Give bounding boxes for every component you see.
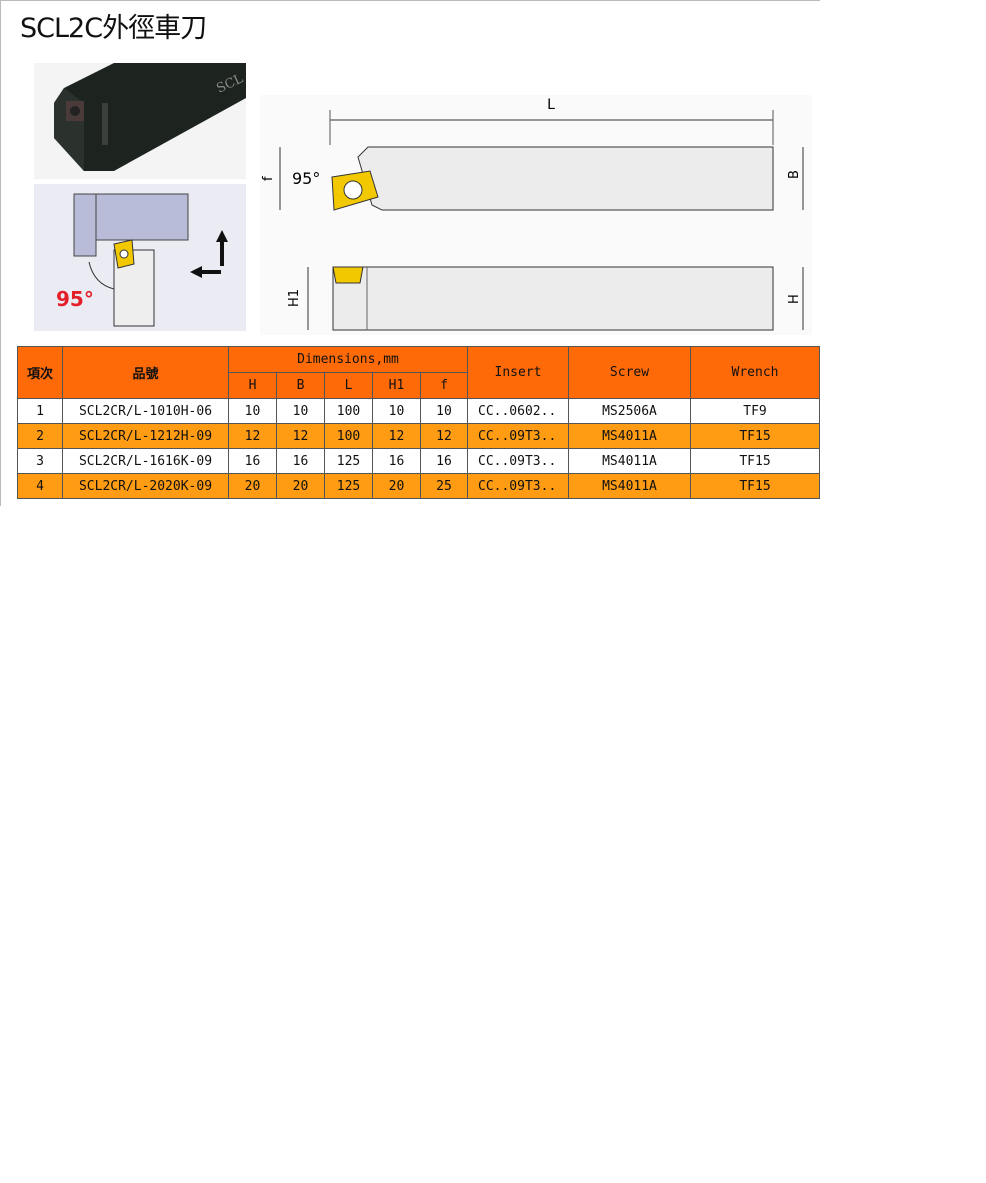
header-f: f [420, 372, 468, 399]
product-photo: SCL [34, 63, 246, 179]
cell-B: 16 [276, 448, 325, 474]
header-H1: H1 [372, 372, 421, 399]
header-dimensions: Dimensions,mm [228, 346, 468, 373]
cell-B: 20 [276, 473, 325, 499]
cell-H1: 12 [372, 423, 421, 449]
cell-item: 4 [17, 473, 63, 499]
header-wrench: Wrench [690, 346, 820, 399]
cell-screw: MS4011A [568, 473, 691, 499]
cell-screw: MS4011A [568, 423, 691, 449]
cell-L: 125 [324, 473, 373, 499]
cell-item: 2 [17, 423, 63, 449]
angle-label: 95° [292, 169, 320, 188]
cell-item: 1 [17, 398, 63, 424]
cell-H: 20 [228, 473, 277, 499]
cutting-diagram: 95° [34, 184, 246, 331]
cell-f: 10 [420, 398, 468, 424]
cell-H: 16 [228, 448, 277, 474]
dim-H1: H1 [287, 289, 302, 307]
cell-H1: 10 [372, 398, 421, 424]
cell-wrench: TF15 [690, 473, 820, 499]
cell-B: 12 [276, 423, 325, 449]
cell-wrench: TF9 [690, 398, 820, 424]
feed-arrows-icon [190, 230, 228, 278]
cell-H1: 16 [372, 448, 421, 474]
cell-item: 3 [17, 448, 63, 474]
header-B: B [276, 372, 325, 399]
cell-part-no: SCL2CR/L-1616K-09 [62, 448, 229, 474]
cell-L: 100 [324, 398, 373, 424]
header-L: L [324, 372, 373, 399]
cell-B: 10 [276, 398, 325, 424]
cell-part-no: SCL2CR/L-2020K-09 [62, 473, 229, 499]
dim-f: f [261, 176, 276, 181]
header-item: 項次 [17, 346, 63, 399]
header-H: H [228, 372, 277, 399]
cell-screw: MS2506A [568, 398, 691, 424]
cell-insert: CC..09T3.. [467, 473, 569, 499]
header-insert: Insert [467, 346, 569, 399]
cell-H: 10 [228, 398, 277, 424]
cell-L: 100 [324, 423, 373, 449]
cell-wrench: TF15 [690, 423, 820, 449]
cell-part-no: SCL2CR/L-1212H-09 [62, 423, 229, 449]
dim-L: L [547, 97, 555, 113]
header-part-no: 品號 [62, 346, 229, 399]
technical-drawing: L f 95° B H1 H [260, 95, 812, 335]
dim-B: B [787, 170, 802, 179]
header-screw: Screw [568, 346, 691, 399]
cell-wrench: TF15 [690, 448, 820, 474]
cell-insert: CC..09T3.. [467, 448, 569, 474]
cell-f: 25 [420, 473, 468, 499]
page-title: SCL2C外徑車刀 [20, 13, 207, 44]
cell-f: 16 [420, 448, 468, 474]
cell-insert: CC..09T3.. [467, 423, 569, 449]
cell-f: 12 [420, 423, 468, 449]
cell-screw: MS4011A [568, 448, 691, 474]
cell-H1: 20 [372, 473, 421, 499]
cell-H: 12 [228, 423, 277, 449]
page-frame [0, 0, 820, 506]
dim-H: H [787, 294, 802, 304]
spec-table: 項次 品號 Dimensions,mm Insert Screw Wrench … [17, 346, 820, 499]
angle-label-red: 95° [56, 287, 94, 311]
cell-L: 125 [324, 448, 373, 474]
cell-insert: CC..0602.. [467, 398, 569, 424]
cell-part-no: SCL2CR/L-1010H-06 [62, 398, 229, 424]
